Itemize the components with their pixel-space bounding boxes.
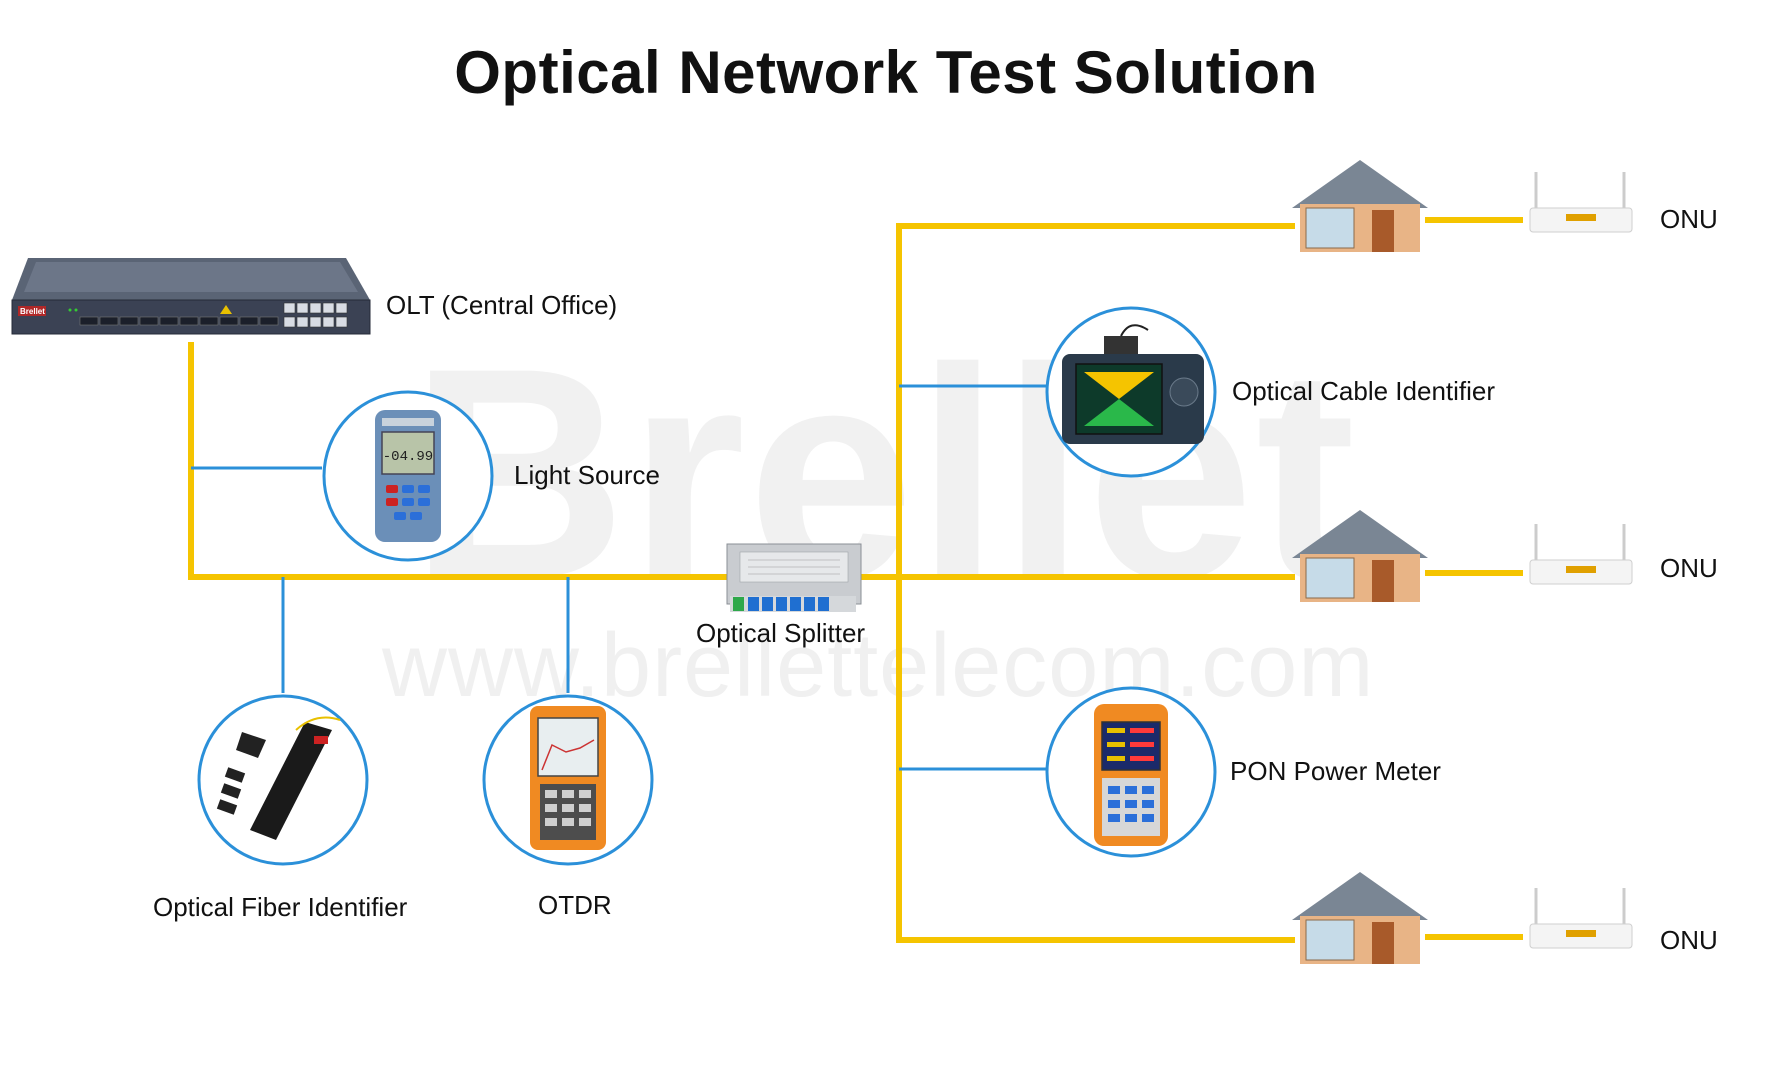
onu-device-2	[1529, 524, 1633, 585]
cable-identifier-label: Optical Cable Identifier	[1232, 376, 1496, 406]
fiber-identifier-device	[216, 716, 341, 840]
light-source-label: Light Source	[514, 460, 660, 490]
house-1	[1292, 160, 1428, 252]
otdr-device	[530, 706, 606, 850]
splitter-label: Optical Splitter	[696, 618, 866, 648]
cable-identifier-device	[1062, 324, 1204, 444]
test-lines	[191, 384, 1046, 771]
fiber-lines	[188, 217, 1523, 943]
light-source-device: -04.99	[375, 410, 441, 542]
olt-label: OLT (Central Office)	[386, 290, 618, 320]
onu-device-1	[1529, 172, 1633, 233]
onu-label-2: ONU	[1660, 553, 1718, 583]
fiber-identifier-label: Optical Fiber Identifier	[153, 892, 408, 922]
light-source-display: -04.99	[383, 449, 433, 465]
diagram-title: Optical Network Test Solution	[454, 39, 1318, 106]
splitter-device	[726, 543, 862, 612]
onu-label-3: ONU	[1660, 925, 1718, 955]
house-3	[1292, 872, 1428, 964]
pon-power-meter-label: PON Power Meter	[1230, 756, 1441, 786]
olt-brand-text: Brellet	[20, 307, 45, 316]
onu-label-1: ONU	[1660, 204, 1718, 234]
onu-device-3	[1529, 888, 1633, 949]
otdr-label: OTDR	[538, 890, 612, 920]
house-2	[1292, 510, 1428, 602]
pon-power-meter-device	[1094, 704, 1168, 846]
olt-device: Brellet	[11, 258, 371, 335]
